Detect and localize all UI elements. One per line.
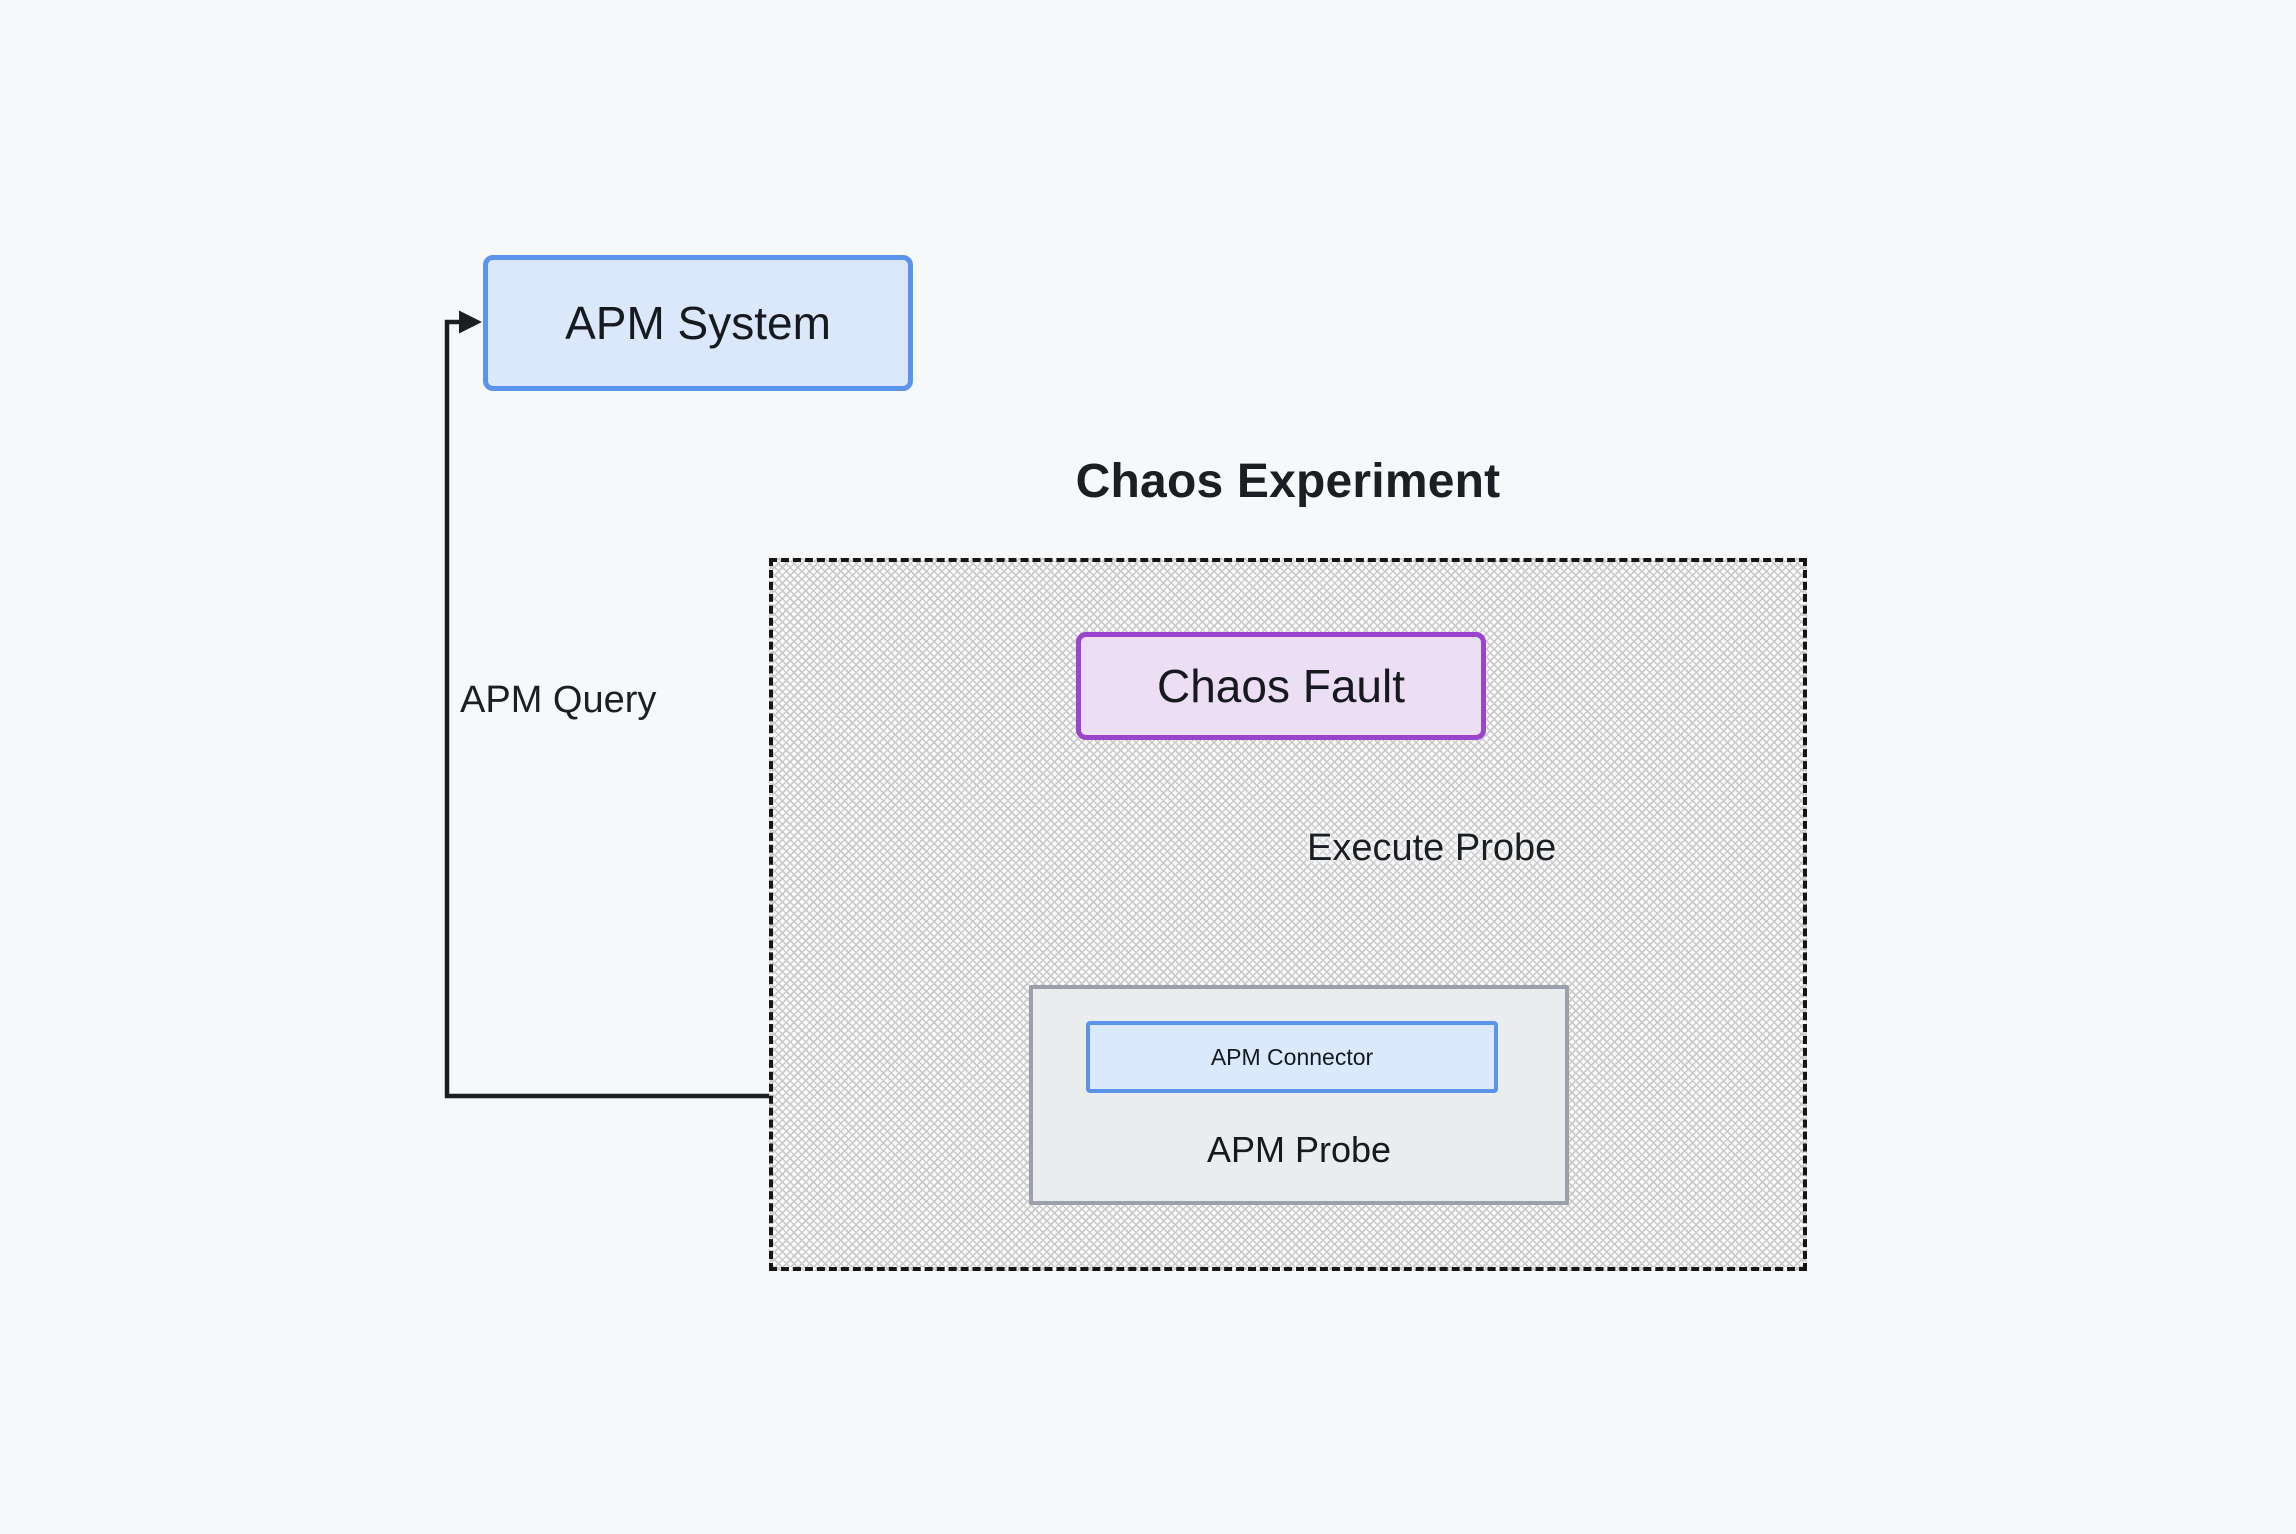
node-apm-system-label: APM System [565, 297, 831, 349]
node-apm-connector: APM Connector [1086, 1021, 1498, 1093]
node-apm-system: APM System [483, 255, 913, 391]
group-title-chaos-experiment: Chaos Experiment [1075, 455, 1501, 508]
edge-label-apm-query: APM Query [460, 679, 657, 721]
node-apm-connector-label: APM Connector [1210, 1043, 1374, 1070]
edge-label-execute-probe: Execute Probe [1307, 827, 1557, 869]
node-chaos-fault-label: Chaos Fault [1156, 660, 1405, 712]
node-chaos-fault: Chaos Fault [1076, 632, 1486, 740]
node-apm-probe-label: APM Probe [1206, 1129, 1392, 1170]
apm-query-arrowhead-icon [459, 310, 482, 334]
